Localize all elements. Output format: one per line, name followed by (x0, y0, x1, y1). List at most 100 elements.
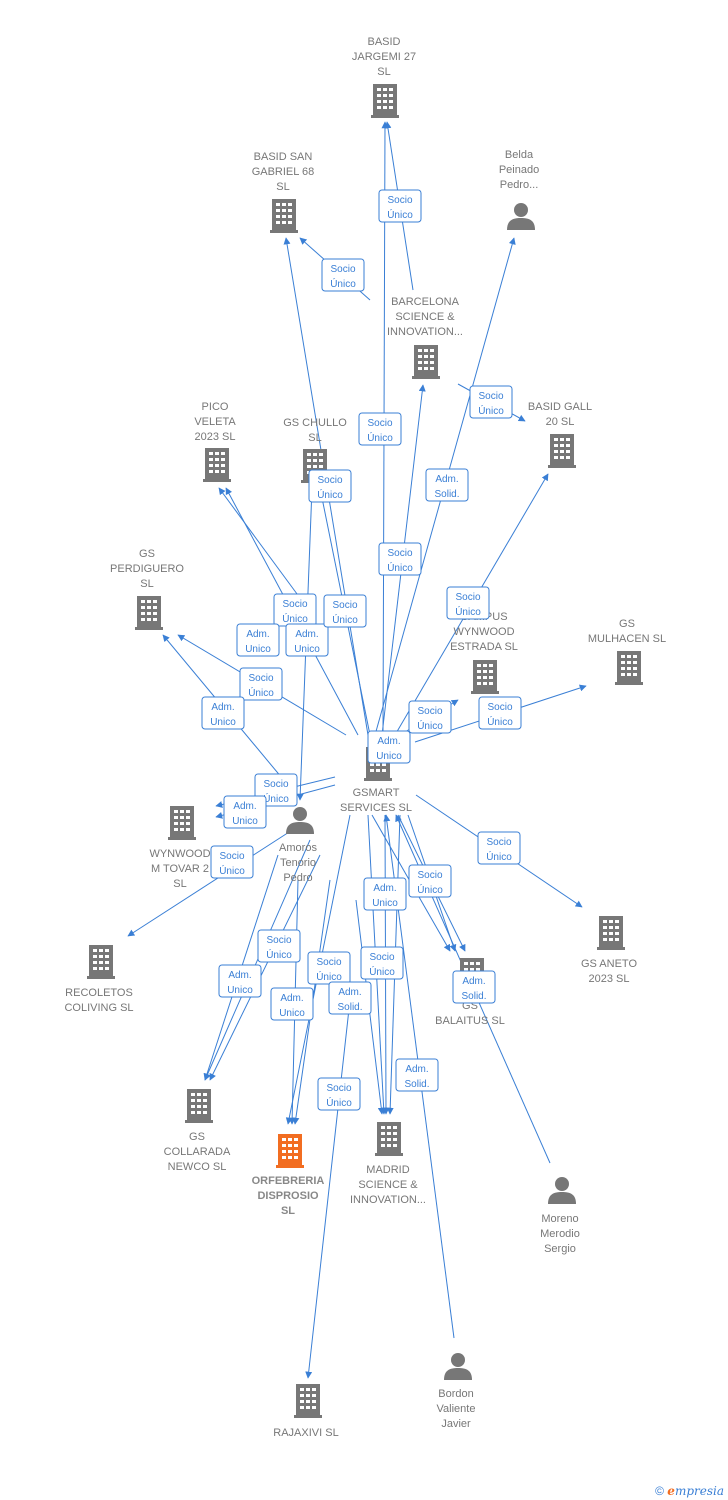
badge-label: Adm. (280, 993, 303, 1004)
footer-brand[interactable]: © empresia (655, 1484, 724, 1498)
node-label: Javier (441, 1418, 471, 1430)
building-icon (375, 1122, 403, 1156)
relation-badge[interactable]: Adm.Solid. (395, 1058, 439, 1092)
badge-label: Solid. (337, 1002, 362, 1013)
relation-edge (305, 999, 351, 1379)
node-label: Belda (505, 149, 534, 161)
badge-label: Único (330, 277, 356, 290)
node-rajaxivi[interactable]: RAJAXIVI SL (273, 1384, 339, 1439)
node-label: GSMART (353, 787, 400, 799)
badge-label: Socio (486, 837, 511, 848)
badge-label: Socio (387, 548, 412, 559)
badge-label: Único (266, 948, 292, 961)
badge-label: Único (263, 792, 289, 805)
node-belda[interactable]: BeldaPeinadoPedro... (499, 149, 539, 230)
badge-label: Socio (478, 391, 503, 402)
badge-label: Único (317, 488, 343, 501)
building-icon (471, 660, 499, 694)
relation-edge (218, 487, 301, 599)
badge-label: Solid. (461, 991, 486, 1002)
node-label: Bordon (438, 1388, 473, 1400)
building-icon (203, 448, 231, 482)
relation-badge[interactable]: Adm.Unico (285, 623, 329, 657)
person-icon (444, 1353, 472, 1380)
badge-label: Unico (294, 644, 320, 655)
badge-label: Único (478, 404, 504, 417)
node-label: GS (139, 548, 155, 560)
badge-label: Único (369, 965, 395, 978)
badge-label: Unico (227, 985, 253, 996)
badge-label: Socio (219, 851, 244, 862)
relation-badge[interactable]: Adm.Solid. (425, 468, 469, 502)
relation-badge[interactable]: Adm.Unico (367, 730, 411, 764)
relation-badge[interactable]: Adm.Unico (363, 877, 407, 911)
relation-badge[interactable]: Adm.Solid. (452, 970, 496, 1004)
node-label: SL (140, 578, 153, 590)
building-icon (135, 596, 163, 630)
node-label: BALAITUS SL (435, 1015, 505, 1027)
relation-badge[interactable]: Adm.Unico (236, 623, 280, 657)
building-icon (548, 434, 576, 468)
node-label: M TOVAR 2 (151, 863, 209, 875)
badge-label: Adm. (233, 801, 256, 812)
node-label: ORFEBRERIA (252, 1175, 325, 1187)
relation-badge[interactable]: Adm.Unico (223, 795, 267, 829)
node-label: Tenorio (280, 857, 316, 869)
node-label: Merodio (540, 1228, 580, 1240)
relation-badge[interactable]: Adm.Unico (201, 696, 245, 730)
badge-label: Único (316, 970, 342, 983)
node-label: DISPROSIO (257, 1190, 319, 1202)
badge-label: Adm. (373, 883, 396, 894)
node-label: COLLARADA (164, 1146, 231, 1158)
relation-badge[interactable]: Adm. Solid. (328, 981, 372, 1015)
badge-label: Adm. (246, 629, 269, 640)
node-label: BASID (367, 36, 400, 48)
node-label: WYNWOOD (149, 848, 210, 860)
badge-label: Solid. (404, 1079, 429, 1090)
building-icon (597, 916, 625, 950)
relation-badge[interactable]: Adm.Unico (270, 987, 314, 1021)
node-orfebreria[interactable]: ORFEBRERIA DISPROSIO SL (252, 1134, 325, 1217)
badge-label: Único (219, 864, 245, 877)
badge-label: Adm. (338, 987, 361, 998)
node-label: SL (281, 1205, 295, 1217)
node-label: ESTRADA SL (450, 641, 518, 653)
relation-badge[interactable]: Adm.Unico (218, 964, 262, 998)
